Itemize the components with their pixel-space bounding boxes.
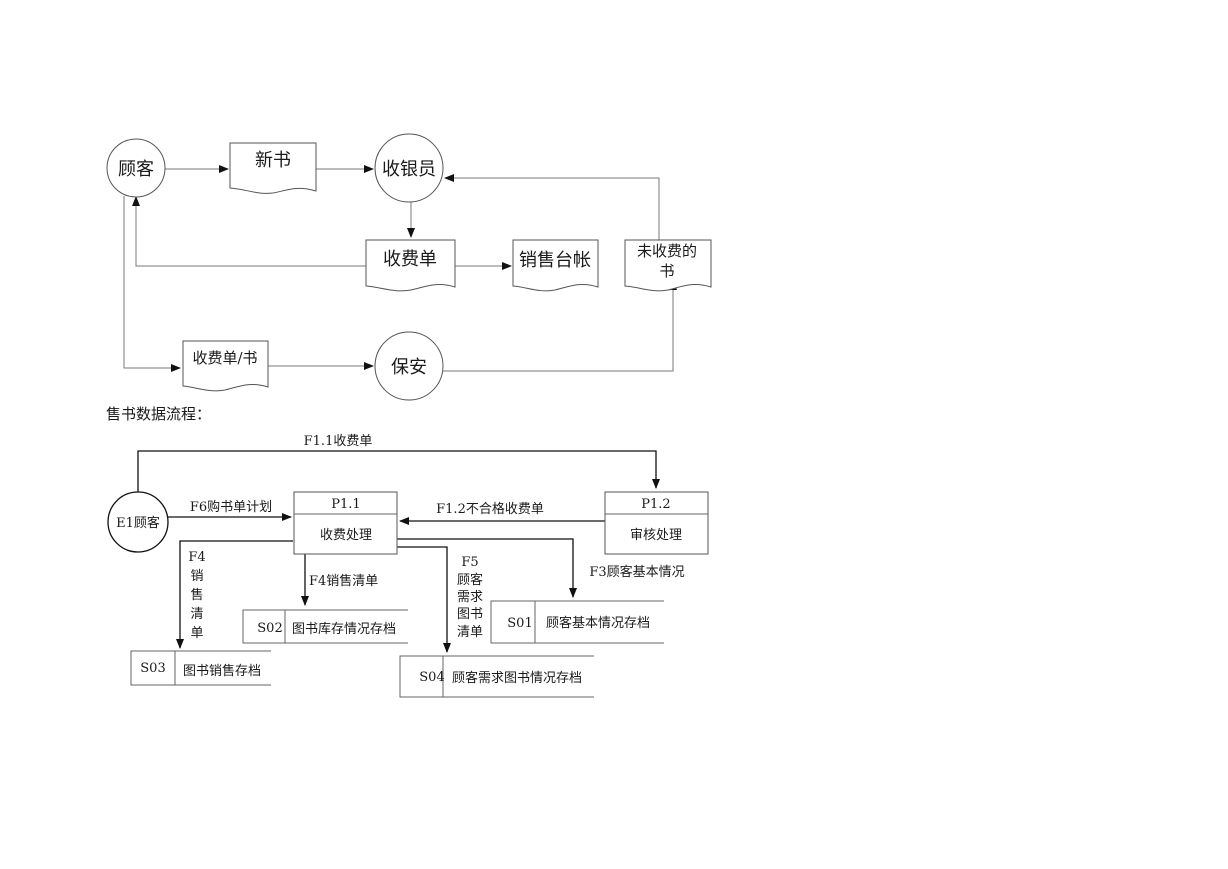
cashier-label: 收银员 xyxy=(382,159,436,180)
flow-f5-vertical-text: 顾客 xyxy=(457,572,483,588)
store-s02-name: 图书库存情况存档 xyxy=(292,621,396,637)
flow-f5-vertical-text: F5 xyxy=(461,555,478,570)
store-s04-name: 顾客需求图书情况存档 xyxy=(452,670,582,686)
flow-f5-vertical-text: 图书 xyxy=(457,607,483,622)
flow-f4-vertical-line xyxy=(176,540,293,649)
process-p11-id: P1.1 xyxy=(331,497,360,512)
store-s01: S01 顾客基本情况存档 xyxy=(490,600,664,644)
flow-f6-label: F6购书单计划 xyxy=(190,499,272,515)
store-s01-outline xyxy=(490,600,664,644)
section-title: 售书数据流程： xyxy=(106,405,211,423)
new-book-label: 新书 xyxy=(255,150,291,171)
unpaid-book-label-line1: 未收费的 xyxy=(637,242,697,260)
flow-f12-label: F1.2不合格收费单 xyxy=(436,501,544,517)
arrow-receipt-to-customer xyxy=(132,196,366,267)
flow-f4-vertical-char: 售 xyxy=(190,587,203,603)
flow-f3-line xyxy=(397,538,577,598)
unpaid-book-document xyxy=(624,239,712,292)
store-s02-outline xyxy=(242,609,408,644)
flow-f4-vertical-char: 销 xyxy=(190,569,203,584)
flow-f11-line xyxy=(137,450,660,492)
store-s01-name: 顾客基本情况存档 xyxy=(546,615,650,631)
sales-ledger-document xyxy=(512,239,599,292)
entity-e1-node xyxy=(107,491,169,553)
store-s03: S03 图书销售存档 xyxy=(130,650,271,686)
flow-f5-vertical-label: F5 顾客 需求 图书 清单 xyxy=(457,555,483,640)
process-p12: P1.2 审核处理 xyxy=(604,491,709,555)
receipt-book-label: 收费单/书 xyxy=(192,349,257,367)
flow-f5-vertical-text: 需求 xyxy=(457,590,483,605)
flow-f4-vertical-char: 单 xyxy=(190,626,203,641)
flow-f5-vertical-text: 清单 xyxy=(457,625,483,640)
customer-node xyxy=(106,138,166,198)
process-p12-id: P1.2 xyxy=(641,497,670,512)
flow-f11-label: F1.1收费单 xyxy=(304,434,373,449)
receipt-book-document xyxy=(182,340,269,392)
security-node xyxy=(374,331,444,401)
store-s03-name: 图书销售存档 xyxy=(183,663,261,679)
arrow-customer-to-receiptbook xyxy=(123,196,181,372)
store-s03-id: S03 xyxy=(140,661,165,676)
process-p12-box xyxy=(604,491,709,555)
unpaid-book-label-line2: 书 xyxy=(659,262,674,280)
new-book-document xyxy=(229,142,317,194)
receipt-label: 收费单 xyxy=(383,249,437,270)
store-s03-outline xyxy=(130,650,271,686)
top-flow-diagram: 顾客 收银员 保安 新书 收费单 销售台帐 未收费的 书 收费单/书 xyxy=(106,133,712,401)
flow-f4-vertical-char: 清 xyxy=(190,607,203,622)
store-s04-id: S04 xyxy=(419,670,444,685)
flow-f5-line xyxy=(397,546,451,653)
process-p12-name: 审核处理 xyxy=(630,528,682,543)
store-s04-outline xyxy=(399,655,594,698)
flow-f4-vertical-char: F4 xyxy=(188,550,205,565)
cashier-node xyxy=(374,133,444,203)
data-flow-diagram: F1.1收费单 F6购书单计划 F1.2不合格收费单 F3顾客基本情况 F4 销… xyxy=(107,434,709,698)
arrow-security-to-unpaid xyxy=(443,280,677,372)
receipt-document xyxy=(365,239,456,292)
flow-f4-sales-label: F4销售清单 xyxy=(309,573,378,589)
customer-label: 顾客 xyxy=(118,159,154,180)
security-label: 保安 xyxy=(391,357,427,378)
process-p11: P1.1 收费处理 xyxy=(293,491,398,555)
arrow-unpaid-to-cashier xyxy=(444,174,660,240)
process-p11-box xyxy=(293,491,398,555)
sales-ledger-label: 销售台帐 xyxy=(519,250,591,271)
store-s01-id: S01 xyxy=(507,616,532,631)
store-s04: S04 顾客需求图书情况存档 xyxy=(399,655,594,698)
flow-f3-label: F3顾客基本情况 xyxy=(589,564,684,580)
store-s02-id: S02 xyxy=(257,621,282,636)
entity-e1-label: E1顾客 xyxy=(116,515,160,531)
flow-f4-vertical-label: F4 销 售 清 单 xyxy=(188,550,205,641)
process-p11-name: 收费处理 xyxy=(320,528,372,543)
store-s02: S02 图书库存情况存档 xyxy=(242,609,408,644)
